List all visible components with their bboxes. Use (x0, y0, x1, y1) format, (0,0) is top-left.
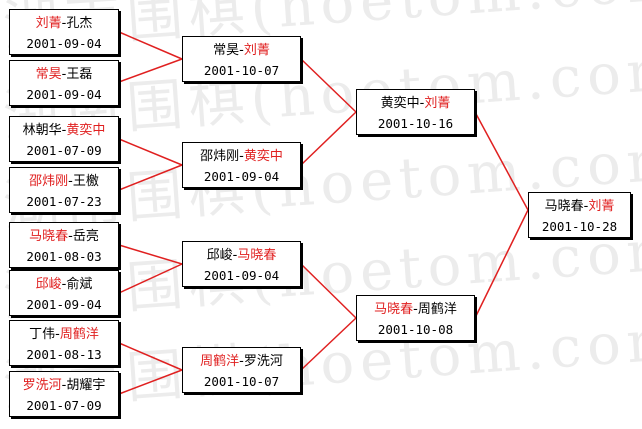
player-name: 黄奕中 (66, 123, 106, 138)
match-players: 周鹤洋-罗洗河 (200, 354, 283, 369)
player-name: 邵炜刚 (29, 174, 69, 189)
match-date: 2001-07-23 (26, 194, 102, 209)
match-date: 2001-08-13 (26, 347, 102, 362)
player-name: 刘菁 (35, 16, 62, 31)
match-date: 2001-10-16 (377, 116, 454, 131)
match-date: 2001-08-03 (26, 249, 102, 264)
connector-line (300, 111, 357, 166)
player-name: 黄奕中 (380, 96, 420, 111)
match-date: 2001-10-07 (203, 63, 280, 78)
connector-line (118, 31, 183, 60)
player-name: 罗洗河 (243, 354, 283, 369)
match-date: 2001-09-04 (26, 297, 102, 312)
match-date: 2001-09-04 (203, 169, 280, 184)
match-box: 黄奕中-刘菁 2001-10-16 (356, 89, 475, 135)
match-players: 常昊-刘菁 (213, 43, 270, 58)
match-box: 邱峻-马晓春 2001-09-04 (182, 241, 301, 287)
match-players: 马晓春-岳亮 (29, 229, 99, 244)
player-name: 周鹤洋 (59, 327, 99, 342)
match-box: 罗洗河-胡耀宇 2001-07-09 (9, 371, 119, 417)
match-players: 罗洗河-胡耀宇 (22, 378, 106, 393)
player-name: 胡耀宇 (66, 378, 106, 393)
match-players: 邱峻-俞斌 (35, 277, 93, 292)
player-name: 邱峻 (35, 277, 62, 292)
match-box: 邱峻-俞斌 2001-09-04 (9, 270, 119, 316)
match-date: 2001-07-09 (26, 143, 102, 158)
player-name: 岳亮 (72, 229, 99, 244)
player-name: 马晓春 (29, 229, 69, 244)
connector-line (118, 164, 183, 191)
player-name: 常昊 (35, 67, 62, 82)
connector-line (118, 342, 183, 371)
match-box: 邵炜刚-黄奕中 2001-09-04 (182, 142, 301, 188)
match-date: 2001-10-28 (541, 219, 618, 234)
match-players: 刘菁-孔杰 (35, 16, 93, 31)
player-name: 马晓春 (544, 199, 584, 214)
match-box: 周鹤洋-罗洗河 2001-10-07 (182, 347, 301, 393)
match-players: 邱峻-马晓春 (206, 248, 277, 263)
match-date: 2001-09-04 (26, 36, 102, 51)
match-date: 2001-10-08 (377, 322, 454, 337)
connector-line (474, 209, 529, 319)
match-box: 林朝华-黄奕中 2001-07-09 (9, 116, 119, 162)
match-box: 邵炜刚-王檄 2001-07-23 (9, 167, 119, 213)
player-name: 丁伟 (29, 327, 56, 342)
final-match-box: 马晓春-刘菁 2001-10-28 (528, 192, 631, 238)
match-date: 2001-07-09 (26, 398, 102, 413)
connector-line (118, 244, 183, 265)
player-name: 林朝华 (22, 123, 62, 138)
player-name: 邵炜刚 (200, 149, 240, 164)
player-name: 邱峻 (206, 248, 233, 263)
match-box: 马晓春-周鹤洋 2001-10-08 (356, 295, 475, 341)
connector-line (300, 263, 357, 319)
player-name: 罗洗河 (22, 378, 62, 393)
connector-line (474, 111, 529, 211)
player-name: 俞斌 (66, 277, 93, 292)
match-box: 常昊-刘菁 2001-10-07 (182, 36, 301, 82)
player-name: 王磊 (66, 67, 93, 82)
player-name: 刘菁 (424, 96, 451, 111)
match-box: 丁伟-周鹤洋 2001-08-13 (9, 320, 119, 366)
connector-line (300, 58, 357, 113)
player-name: 常昊 (213, 43, 240, 58)
match-box: 马晓春-岳亮 2001-08-03 (9, 222, 119, 268)
match-date: 2001-09-04 (26, 87, 102, 102)
player-name: 刘菁 (588, 199, 615, 214)
match-date: 2001-09-04 (203, 268, 280, 283)
match-date: 2001-10-07 (203, 374, 280, 389)
connector-line (118, 138, 183, 166)
match-players: 邵炜刚-黄奕中 (200, 149, 283, 164)
player-name: 马晓春 (374, 302, 414, 317)
connector-line (300, 317, 357, 371)
match-players: 林朝华-黄奕中 (22, 123, 106, 138)
player-name: 周鹤洋 (200, 354, 240, 369)
player-name: 刘菁 (243, 43, 270, 58)
player-name: 周鹤洋 (417, 302, 457, 317)
connector-line (118, 263, 183, 294)
match-players: 邵炜刚-王檄 (29, 174, 99, 189)
match-players: 丁伟-周鹤洋 (29, 327, 99, 342)
player-name: 黄奕中 (243, 149, 283, 164)
connector-line (118, 58, 183, 83)
match-players: 黄奕中-刘菁 (380, 96, 451, 111)
match-players: 马晓春-周鹤洋 (374, 302, 457, 317)
match-box: 刘菁-孔杰 2001-09-04 (9, 9, 119, 55)
match-players: 常昊-王磊 (35, 67, 93, 82)
player-name: 孔杰 (66, 16, 93, 31)
match-players: 马晓春-刘菁 (544, 199, 615, 214)
player-name: 马晓春 (237, 248, 277, 263)
connector-line (118, 369, 183, 395)
player-name: 王檄 (72, 174, 99, 189)
match-box: 常昊-王磊 2001-09-04 (9, 60, 119, 106)
